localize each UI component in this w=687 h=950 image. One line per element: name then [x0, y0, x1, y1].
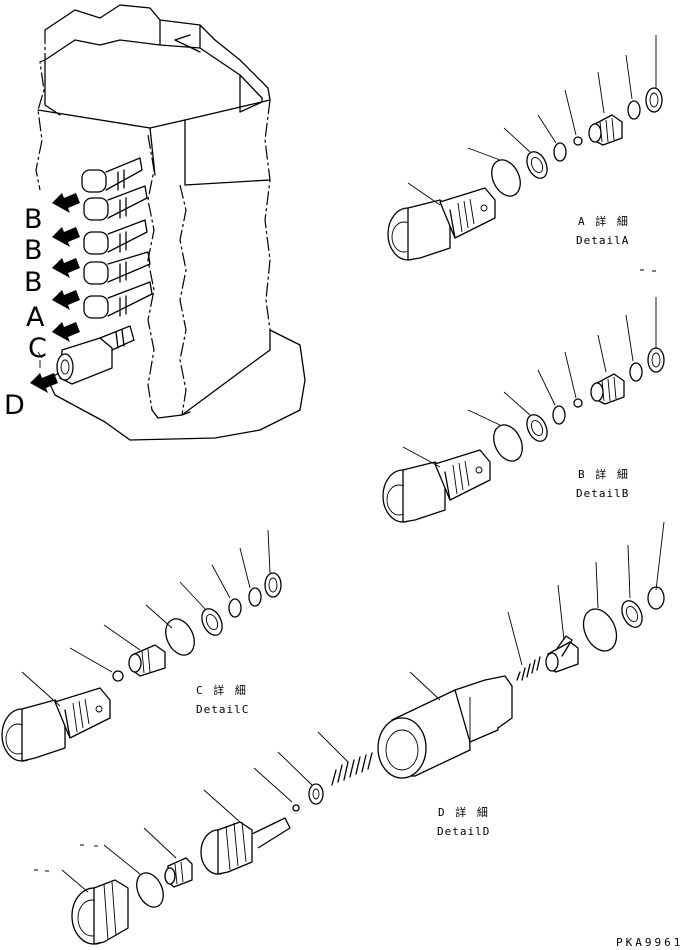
- letter-c: C: [28, 333, 47, 364]
- detail-a-subtitle: DetailA: [576, 234, 629, 247]
- detail-b-title: B 詳 細: [578, 467, 630, 481]
- detail-a-title: A 詳 細: [578, 214, 630, 228]
- detail-c-parts: [1, 529, 282, 762]
- detail-b-parts: [382, 297, 665, 523]
- valve-body-assembly: [30, 4, 306, 441]
- detail-d-title: D 詳 細: [438, 805, 490, 819]
- section-letters: B B B A C D: [4, 204, 47, 421]
- detail-c-title: C 詳 細: [196, 683, 248, 697]
- drawing-code: PKA9961: [616, 936, 683, 949]
- detail-c-subtitle: DetailC: [196, 703, 249, 716]
- detail-captions: A 詳 細 DetailA B 詳 細 DetailB C 詳 細 Detail…: [196, 214, 683, 949]
- letter-b1: B: [24, 204, 43, 235]
- detail-d-subtitle: DetailD: [437, 825, 490, 838]
- letter-b2: B: [24, 235, 43, 266]
- detail-b-subtitle: DetailB: [576, 487, 629, 500]
- letter-d: D: [4, 390, 25, 421]
- detail-d-parts: [34, 269, 665, 945]
- letter-b3: B: [24, 267, 43, 298]
- letter-a: A: [26, 302, 45, 333]
- detail-a-parts: [387, 35, 663, 261]
